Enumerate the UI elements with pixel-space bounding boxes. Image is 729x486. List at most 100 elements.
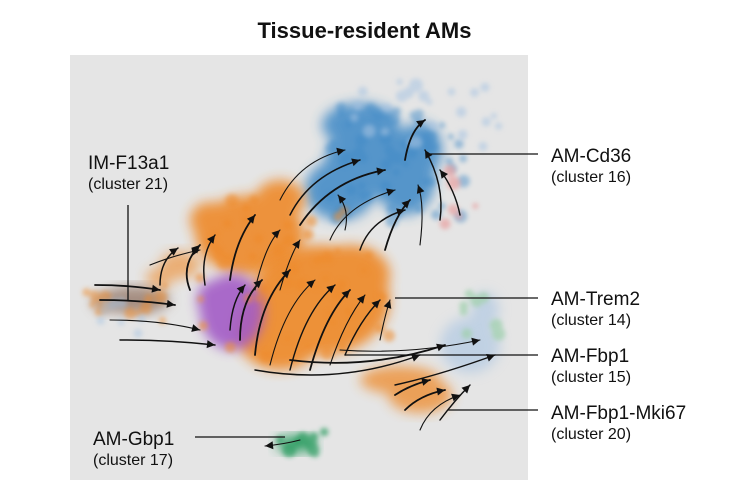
dots-light-blue-dot	[447, 88, 456, 96]
dots-cd36-dot	[400, 141, 408, 149]
streamline-arrow	[236, 285, 245, 294]
label-fbp1-cluster: (cluster 15)	[551, 369, 632, 386]
dots-trem2-dot	[249, 195, 259, 205]
dots-pink-dot	[447, 204, 459, 216]
streamline	[299, 169, 386, 226]
streamline	[339, 339, 481, 352]
dots-trem2-dot	[322, 275, 329, 282]
figure-title: Tissue-resident AMs	[257, 18, 472, 43]
dots-cd36-dot	[431, 209, 442, 220]
streamline-arrow	[416, 120, 425, 128]
dots-light-blue-dot	[456, 106, 467, 118]
dots-light-green-dot	[464, 289, 474, 299]
dots-light-blue-dot	[478, 141, 488, 151]
dots-trem2-dot	[248, 252, 257, 261]
label-f13a1-cluster: (cluster 21)	[88, 176, 169, 193]
streamline	[254, 354, 421, 376]
dots-gbp1-dot	[311, 450, 319, 458]
dots-trem2-dot	[255, 295, 263, 302]
dots-gbp1-dot	[306, 441, 313, 449]
dots-tail-dot	[154, 290, 168, 304]
label-mki67-name: AM-Fbp1-Mki67	[551, 403, 687, 424]
dots-cd36-dot	[459, 154, 467, 163]
dots-light-blue-dot	[380, 104, 387, 111]
dots-trem2	[195, 194, 395, 363]
dots-gbp1-dot	[276, 435, 285, 444]
dots-trem2-dot	[225, 194, 239, 207]
streamline-arrow	[206, 340, 215, 349]
dots-light-blue-dot	[481, 117, 491, 127]
dots-light-blue-dot	[480, 82, 490, 92]
dots-light-blue-dot	[426, 98, 433, 106]
dots-trem2-dot	[218, 249, 225, 256]
label-f13a1: IM-F13a1 (cluster 21)	[88, 154, 169, 193]
dots-trem2-dot	[224, 341, 236, 353]
dots-trem2-dot	[336, 279, 347, 290]
dots-gbp1-dot	[319, 427, 329, 437]
dots-cd36-dot	[402, 159, 410, 168]
label-mki67: AM-Fbp1-Mki67 (cluster 20)	[551, 404, 686, 443]
streamline-arrow	[416, 185, 425, 194]
streamline	[289, 159, 361, 216]
dots-trem2-dot	[376, 291, 384, 299]
dots-gbp1	[276, 427, 329, 458]
dots-trem2-dot	[272, 243, 285, 257]
dots-cd36-dot	[392, 168, 400, 176]
dots-cd36-dot	[439, 122, 446, 129]
dots-light-dot	[96, 316, 105, 325]
streamline-arrow	[451, 393, 460, 402]
dots-trem2-dot	[302, 229, 314, 240]
streamline-arrow	[191, 324, 200, 332]
label-trem2-cluster: (cluster 14)	[551, 312, 632, 329]
label-trem2-name: AM-Trem2	[551, 289, 641, 310]
dots-trem2-dot	[321, 251, 334, 264]
dots-trem2-dot	[284, 335, 291, 342]
dots-trem2-dot	[339, 206, 349, 216]
dots-cd36-dot	[325, 142, 337, 154]
leader-line-layer	[127, 153, 538, 438]
dots-cd36-dot	[335, 102, 347, 113]
dots-tail-dot	[144, 294, 154, 304]
streamline	[289, 344, 446, 364]
dots-cd36-dot	[345, 184, 357, 196]
dots-light-blue-dot	[352, 100, 363, 111]
dots-light-blue-dot	[409, 78, 423, 93]
dots-trem2-dot	[305, 343, 312, 350]
dots-tail-dot	[82, 288, 91, 297]
dots-cd36-dot	[447, 133, 455, 140]
dots-trem2-dot	[280, 276, 294, 290]
label-gbp1-cluster: (cluster 17)	[93, 452, 174, 469]
dots-trem2-dot	[305, 215, 318, 227]
dots-cd36-dot	[409, 110, 419, 120]
dots-trem2-dot	[198, 321, 208, 331]
dots-light-blue-dot	[418, 90, 430, 102]
streamline	[329, 189, 396, 241]
dots-cd36-dot	[358, 182, 366, 190]
dots-cd36-dot	[445, 157, 454, 166]
streamline-arrow	[421, 378, 430, 386]
streamline-arrow	[338, 195, 347, 204]
dots-trem2-dot	[294, 277, 309, 292]
label-fbp1: AM-Fbp1 (cluster 15)	[551, 347, 631, 386]
dots-trem2-dot	[253, 233, 264, 244]
dots-cd36-dot	[337, 109, 345, 117]
dots-tail-dot	[139, 302, 152, 315]
cloud-cd36-part	[305, 160, 375, 220]
label-gbp1-name: AM-Gbp1	[93, 429, 175, 450]
dots-trem2-dot	[213, 253, 221, 260]
dots-pink-dot	[439, 218, 451, 230]
dots-cd36-dot	[354, 134, 368, 147]
streamline	[254, 269, 291, 356]
dots-cd36-dot	[438, 202, 446, 210]
dots-trem2-dot	[220, 253, 234, 268]
streamline-arrow	[411, 354, 420, 362]
label-cd36: AM-Cd36 (cluster 16)	[551, 147, 631, 186]
dots-trem2-dot	[344, 307, 353, 315]
cloud-fbp1-part	[197, 280, 233, 320]
dots-trem2-dot	[320, 347, 334, 361]
dots-cd36-dot	[391, 108, 401, 118]
dots-light-blue-dot	[357, 86, 368, 97]
dots-tail-dot	[124, 307, 136, 320]
dots-light-blue	[350, 78, 503, 151]
streamline-arrow	[471, 337, 480, 346]
